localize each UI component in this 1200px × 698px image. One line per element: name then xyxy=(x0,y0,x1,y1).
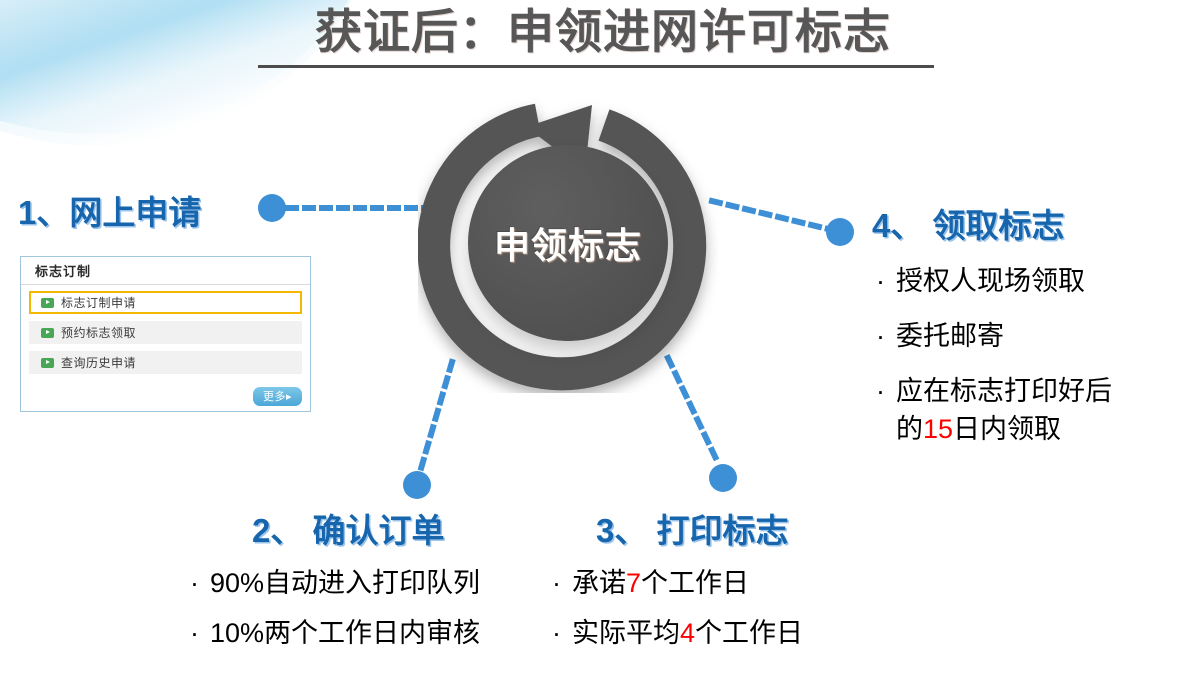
bullet-highlight: 4 xyxy=(680,618,696,648)
order-panel-footer: 更多▸ xyxy=(252,387,302,406)
cycle-center-label: 申领标志 xyxy=(493,225,642,266)
step-4-heading: 4、 领取标志 xyxy=(872,207,1065,244)
bullet-text: 90%自动进入打印队列 xyxy=(210,564,480,602)
step-4-bullet-list: · 授权人现场领取 · 委托邮寄 · 应在标志打印好后 的15日内领取 xyxy=(876,262,1176,465)
step-1-heading: 1、网上申请 xyxy=(18,194,202,231)
bullet-run: 10%两个工作日内审核 xyxy=(210,618,481,648)
bullet-item: · 授权人现场领取 xyxy=(876,262,1176,300)
connector-dot-step2 xyxy=(403,471,431,499)
bullet-run: 日内领取 xyxy=(953,414,1062,444)
bullet-marker: · xyxy=(190,618,199,648)
bullet-item: · 委托邮寄 xyxy=(876,317,1176,355)
play-icon xyxy=(41,357,54,368)
bullet-run: 授权人现场领取 xyxy=(896,266,1085,296)
order-panel-item-label: 查询历史申请 xyxy=(61,356,137,370)
bullet-run: 委托邮寄 xyxy=(896,321,1004,351)
bullet-marker: · xyxy=(876,376,885,406)
bullet-item: · 10%两个工作日内审核 xyxy=(190,614,540,652)
title-underline xyxy=(258,65,934,68)
order-panel-header: 标志订制 xyxy=(21,257,310,285)
order-panel-screenshot: 标志订制 标志订制申请 预约标志领取 查询历史申请 更多▸ xyxy=(20,256,311,412)
bullet-text: 10%两个工作日内审核 xyxy=(210,614,480,652)
bullet-text: 应在标志打印好后 的15日内领取 xyxy=(896,372,1112,448)
bullet-run: 实际平均 xyxy=(572,618,680,648)
step-2-bullet-list: · 90%自动进入打印队列 · 10%两个工作日内审核 xyxy=(190,564,540,664)
bullet-run: 90%自动进入打印队列 xyxy=(210,568,481,598)
bullet-run: 个工作日 xyxy=(641,568,750,598)
order-panel-item-apply[interactable]: 标志订制申请 xyxy=(29,291,302,314)
cycle-center-circle: 申领标志 xyxy=(468,145,668,341)
order-panel-item-reserve[interactable]: 预约标志领取 xyxy=(29,321,302,344)
connector-dot-step3 xyxy=(709,464,737,492)
cycle-diagram: 申领标志 xyxy=(418,93,718,393)
connector-dot-step1 xyxy=(258,194,286,222)
step-3-heading: 3、 打印标志 xyxy=(596,512,789,549)
more-button[interactable]: 更多▸ xyxy=(252,387,302,406)
order-panel-item-label: 标志订制申请 xyxy=(61,296,137,310)
order-panel-title: 标志订制 xyxy=(35,264,92,279)
bullet-marker: · xyxy=(876,266,885,296)
bullet-item: · 应在标志打印好后 的15日内领取 xyxy=(876,372,1176,448)
bullet-run: 应在标志打印好后 的 xyxy=(896,376,1112,444)
bullet-item: · 90%自动进入打印队列 xyxy=(190,564,540,602)
order-panel-list: 标志订制申请 预约标志领取 查询历史申请 xyxy=(21,285,310,374)
page-title: 获证后：申领进网许可标志 xyxy=(315,5,891,58)
bullet-marker: · xyxy=(876,321,885,351)
connector-line-step4 xyxy=(708,197,832,233)
bullet-text: 授权人现场领取 xyxy=(896,262,1085,300)
step-3-bullet-list: ·承诺7个工作日·实际平均4个工作日 xyxy=(552,564,882,664)
order-panel-item-label: 预约标志领取 xyxy=(61,326,137,340)
title-block: 获证后：申领进网许可标志 xyxy=(258,2,948,68)
connector-dot-step4 xyxy=(826,218,854,246)
play-icon xyxy=(41,327,54,338)
bullet-text: 承诺7个工作日 xyxy=(572,564,749,602)
bullet-marker: · xyxy=(552,568,561,598)
bullet-highlight: 15 xyxy=(923,414,954,444)
bullet-text: 委托邮寄 xyxy=(896,317,1004,355)
step-2-heading: 2、 确认订单 xyxy=(252,512,445,549)
bullet-highlight: 7 xyxy=(626,568,642,598)
bullet-marker: · xyxy=(190,568,199,598)
bullet-run: 承诺 xyxy=(572,568,626,598)
bullet-item: · 承诺7个工作日 xyxy=(552,564,882,602)
bullet-item: · 实际平均4个工作日 xyxy=(552,614,882,652)
bullet-marker: · xyxy=(552,618,561,648)
order-panel-item-history[interactable]: 查询历史申请 xyxy=(29,351,302,374)
bullet-run: 个工作日 xyxy=(695,618,804,648)
play-icon xyxy=(41,297,54,308)
bullet-text: 实际平均4个工作日 xyxy=(572,614,803,652)
